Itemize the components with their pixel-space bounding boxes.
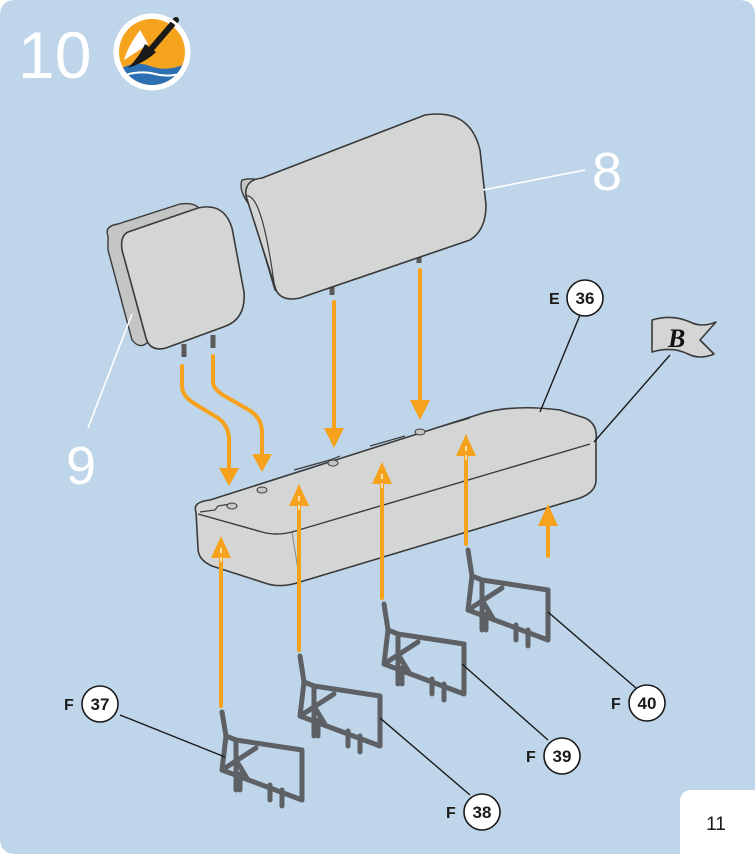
part-label-f37: F 37 bbox=[64, 685, 119, 723]
svg-text:B: B bbox=[667, 324, 685, 353]
svg-text:F: F bbox=[526, 749, 536, 766]
bracket-38 bbox=[297, 653, 383, 755]
step-number: 10 bbox=[18, 18, 91, 92]
svg-text:36: 36 bbox=[576, 289, 595, 308]
bracket-39 bbox=[381, 601, 467, 703]
leader-38 bbox=[379, 717, 471, 796]
flag-b: B bbox=[651, 316, 717, 358]
svg-text:39: 39 bbox=[553, 747, 572, 766]
callout-9: 9 bbox=[66, 436, 96, 496]
leader-36 bbox=[539, 314, 581, 413]
svg-text:40: 40 bbox=[638, 694, 657, 713]
part-label-e36: E 36 bbox=[549, 279, 604, 317]
leader-9 bbox=[87, 313, 133, 429]
leader-40 bbox=[547, 611, 637, 689]
callout-8: 8 bbox=[592, 142, 622, 202]
part-label-f40: F 40 bbox=[611, 684, 666, 722]
page-number-tab: 11 bbox=[680, 790, 755, 854]
headrest-large bbox=[240, 113, 487, 300]
assembly-arrows bbox=[180, 268, 558, 708]
leader-8 bbox=[482, 169, 586, 191]
leader-flag bbox=[593, 354, 671, 443]
bracket-40 bbox=[465, 547, 551, 649]
part-label-f39: F 39 bbox=[526, 737, 581, 775]
paint-brush-icon bbox=[113, 13, 191, 91]
svg-text:E: E bbox=[549, 291, 560, 308]
svg-text:38: 38 bbox=[473, 803, 492, 822]
svg-text:37: 37 bbox=[91, 695, 110, 714]
leader-39 bbox=[461, 663, 549, 741]
svg-text:F: F bbox=[64, 697, 74, 714]
page-number: 11 bbox=[706, 814, 726, 835]
leader-37 bbox=[119, 714, 226, 758]
bracket-37 bbox=[219, 709, 305, 809]
part-label-f38: F 38 bbox=[446, 793, 501, 831]
svg-text:F: F bbox=[611, 696, 621, 713]
svg-text:F: F bbox=[446, 805, 456, 822]
headrest-small bbox=[106, 202, 245, 357]
